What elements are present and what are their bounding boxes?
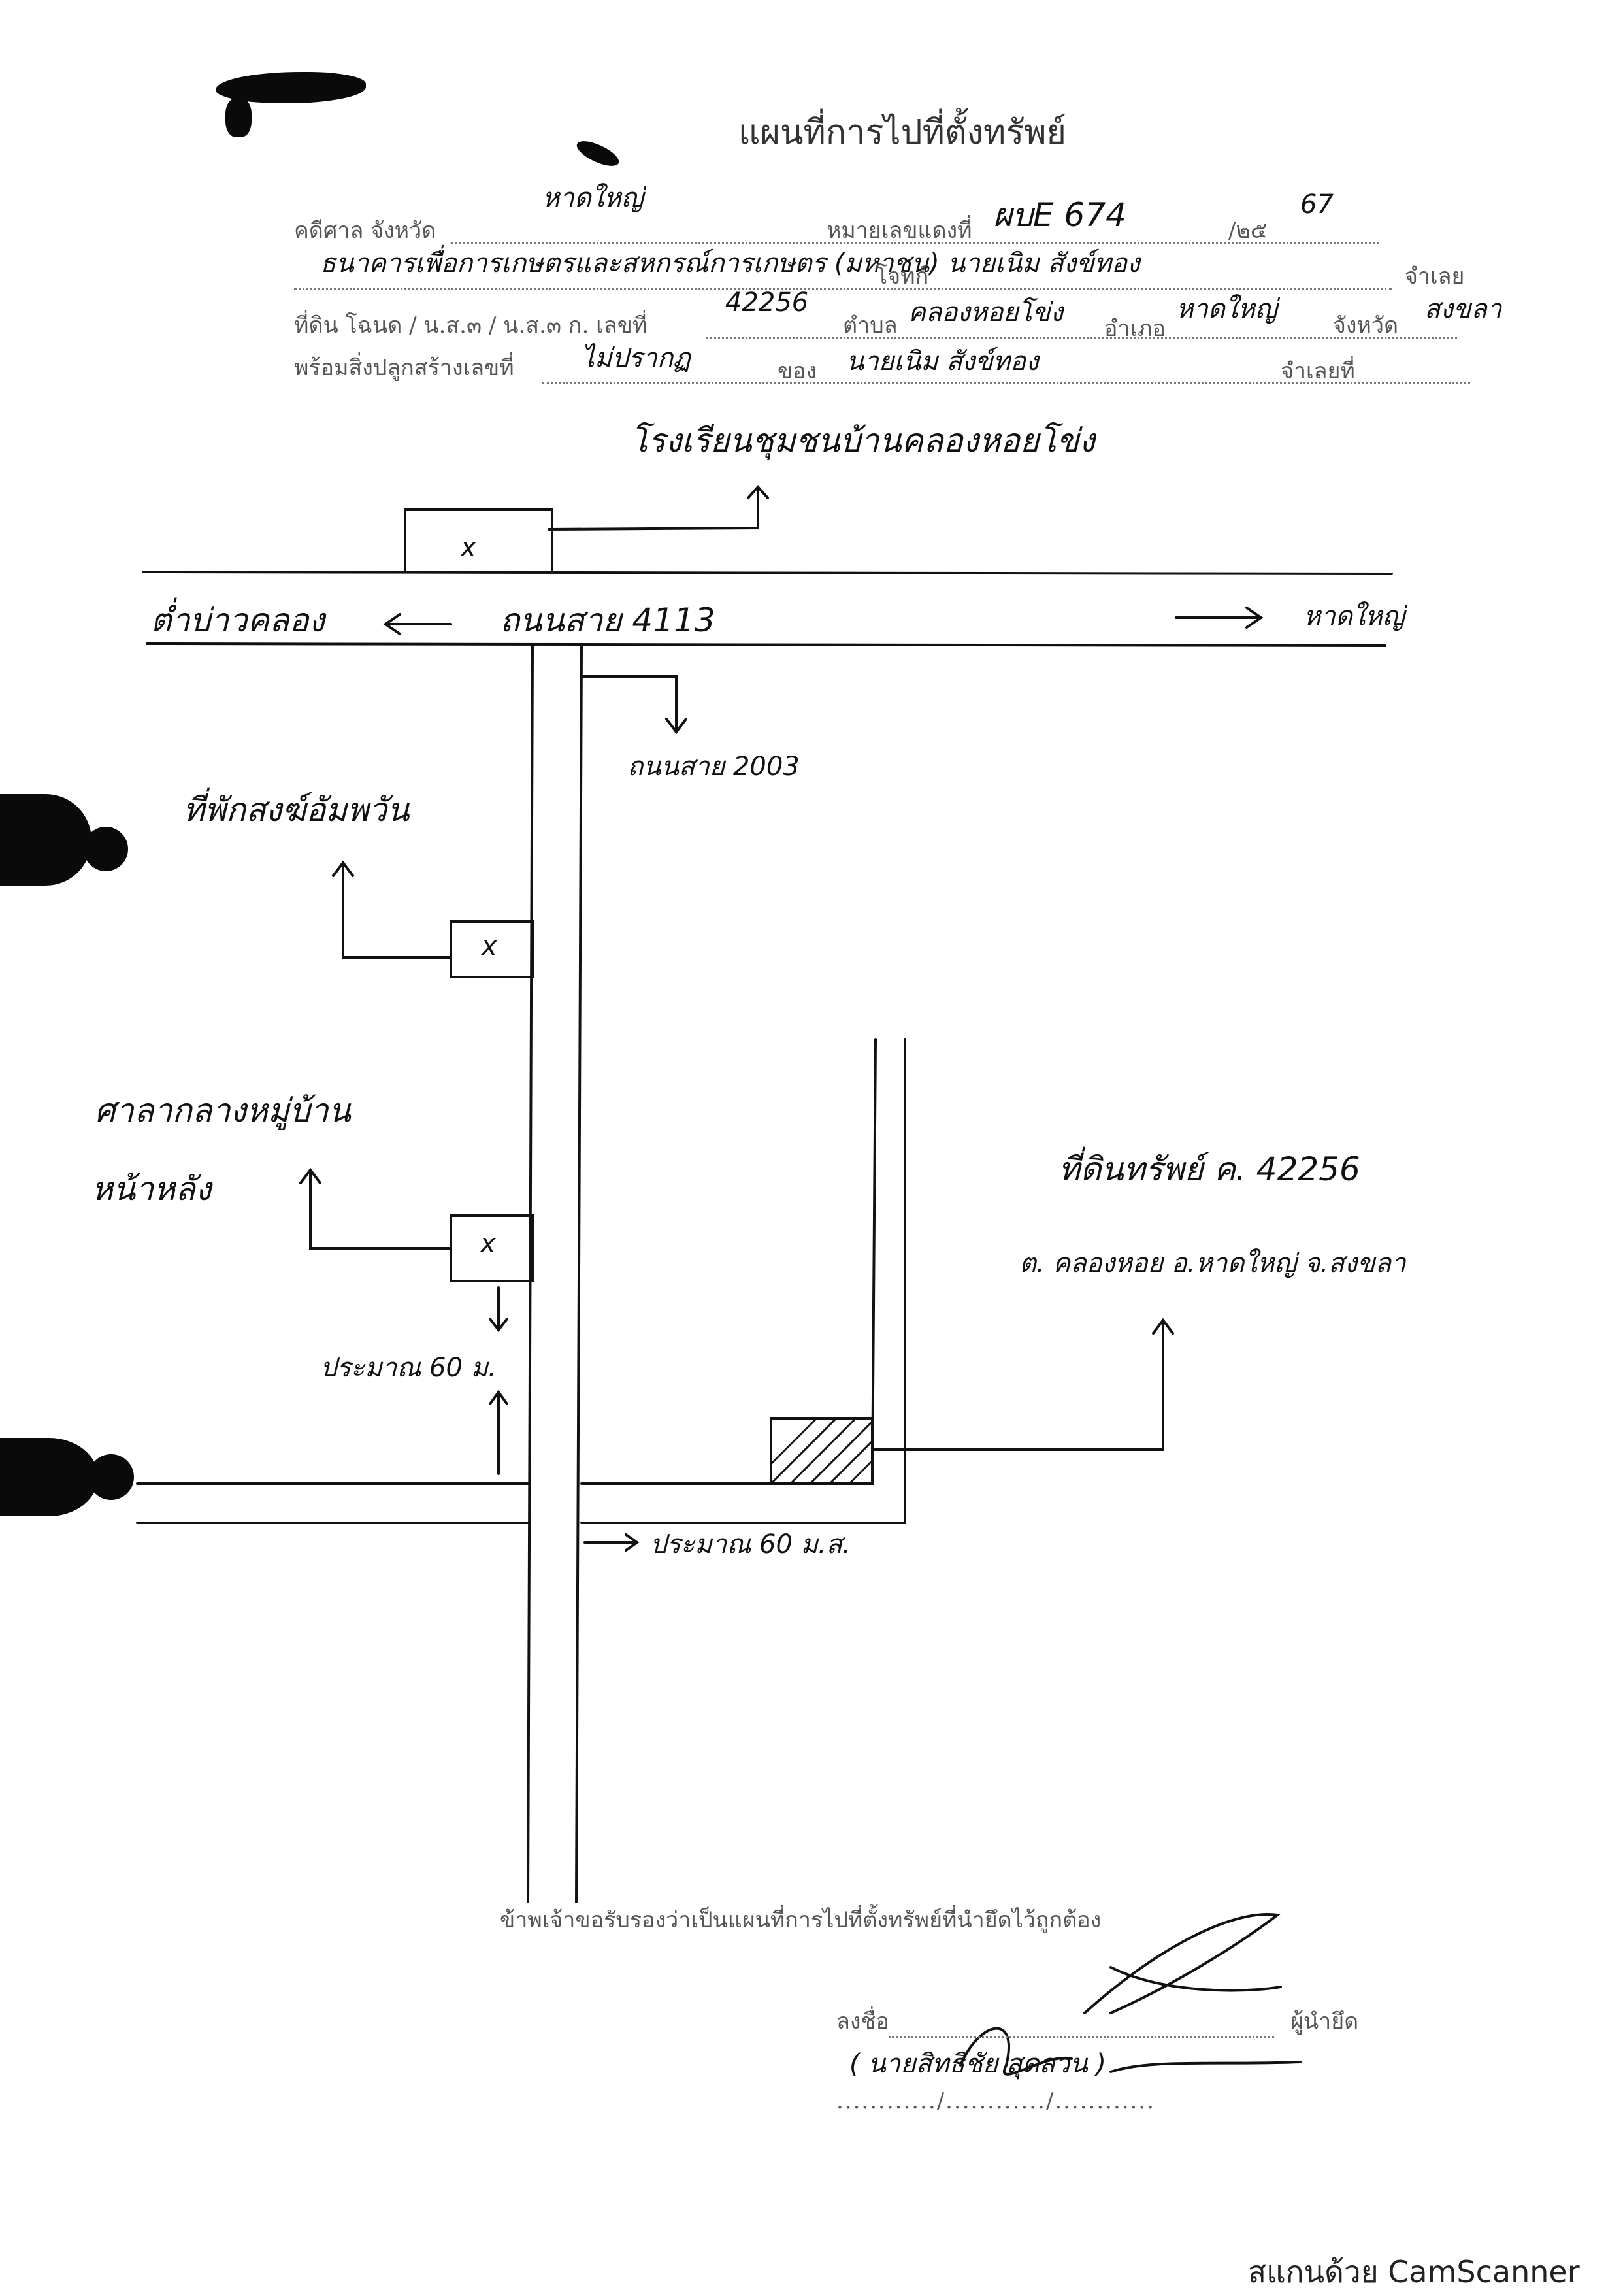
signer-name: ( นายสิทธิชัย สุดสวน ) — [849, 2049, 1106, 2079]
landmark-hall-line2: หน้าหลัง — [91, 1170, 212, 1208]
side-road-edge-left — [527, 644, 534, 1903]
defendant-label: จำเลย — [1405, 263, 1465, 290]
property-lane-left — [871, 1038, 877, 1485]
distance-arrow-down-head — [489, 1318, 508, 1333]
hall-x-mark: x — [480, 1229, 496, 1259]
distance-vertical-label: ประมาณ 60 ม. — [320, 1353, 497, 1383]
distance-arrow-up-head — [489, 1389, 508, 1405]
defendant-no-label: จำเลยที่ — [1281, 358, 1355, 384]
side-road-edge-right — [575, 644, 583, 1903]
village-hall-arrow — [309, 1169, 452, 1250]
right-direction-label: หาดใหญ่ — [1303, 601, 1405, 631]
subdistrict-value: คลองหอยโข่ง — [908, 297, 1064, 327]
left-direction-arrow-head — [383, 613, 401, 635]
scan-artifact-top-tail — [225, 98, 252, 137]
district-value: หาดใหญ่ — [1176, 294, 1277, 324]
subdistrict-label: ตำบล — [843, 312, 898, 339]
distance-horizontal-label: ประมาณ 60 ม.ส. — [650, 1529, 851, 1559]
highway-label: ถนนสาย 4113 — [500, 601, 715, 639]
land-number: 42256 — [725, 288, 809, 318]
year-value: 67 — [1300, 190, 1334, 220]
header-line-3 — [706, 310, 1457, 339]
certification-text: ข้าพเจ้าขอรับรองว่าเป็นแผนที่การไปที่ตั้… — [500, 1907, 1102, 1933]
plaintiff-label: โจทก์ — [876, 263, 929, 290]
temple-arrow — [342, 861, 452, 959]
distance-arrow-right-head — [625, 1533, 640, 1552]
side-road-label: ถนนสาย 2003 — [627, 752, 800, 782]
sign-label: ลงชื่อ — [836, 2008, 889, 2035]
signer-role: ผู้นำยึด — [1290, 2008, 1359, 2035]
owner-value: นายเนิม สังข์ทอง — [846, 346, 1039, 376]
date-line: ............/............/............ — [836, 2088, 1155, 2114]
province-value: สงขลา — [1424, 294, 1502, 324]
header-line-1 — [451, 216, 1379, 244]
property-line2: ต. คลองหอย อ.หาดใหญ่ จ.สงขลา — [1019, 1248, 1406, 1278]
court-label: คดีศาล จังหวัด — [294, 218, 436, 244]
building-value: ไม่ปรากฏ — [582, 343, 691, 373]
sign-line — [889, 2010, 1274, 2038]
court-value: หาดใหญ่ — [542, 183, 644, 213]
header-line-4 — [542, 356, 1470, 384]
school-arrow — [548, 486, 759, 531]
side-road-arrow — [580, 675, 678, 733]
property-arrow-head — [1152, 1318, 1174, 1335]
plaintiff-value: ธนาคารเพื่อการเกษตรและสหกรณ์การเกษตร (มห… — [320, 248, 940, 278]
year-label: /๒๕ — [1228, 218, 1268, 244]
defendant-value: นายเนิม สังข์ทอง — [947, 248, 1140, 278]
document-title: แผนที่การไปที่ตั้งทรัพย์ — [738, 113, 1066, 152]
punch-hole-upper — [0, 794, 91, 886]
punch-hole-lower-dot — [88, 1454, 134, 1500]
building-label: พร้อมสิ่งปลูกสร้างเลขที่ — [294, 355, 514, 381]
school-arrow-head — [747, 484, 769, 499]
highway-edge-bottom — [146, 642, 1386, 647]
landmark-temple: ที่พักสงฆ์อัมพวัน — [183, 791, 410, 829]
signature-scribble — [959, 2027, 1302, 2076]
temple-arrow-head — [332, 860, 354, 877]
property-box — [770, 1417, 874, 1485]
temple-box — [450, 920, 534, 978]
school-box — [404, 508, 553, 573]
province-label: จังหวัด — [1333, 312, 1399, 339]
right-direction-arrow-head — [1245, 607, 1264, 629]
header-line-2 — [294, 261, 1392, 290]
side-road-arrow-head — [665, 718, 687, 735]
signature-flourish — [1083, 1913, 1282, 2014]
black-case-label: หมายเลขแดงที่ — [827, 218, 972, 244]
land-label: ที่ดิน โฉนด / น.ส.๓ / น.ส.๓ ก. เลขที่ — [294, 312, 648, 339]
school-x-mark: x — [461, 533, 476, 563]
property-arrow — [871, 1319, 1164, 1451]
village-hall-arrow-head — [299, 1167, 321, 1184]
highway-edge-top — [142, 571, 1393, 575]
property-line1: ที่ดินทรัพย์ ค. 42256 — [1058, 1150, 1360, 1188]
temple-x-mark: x — [482, 931, 497, 961]
landmark-hall-line1: ศาลากลางหมู่บ้าน — [95, 1091, 351, 1129]
scanner-footer: สแกนด้วย CamScanner — [1248, 2254, 1580, 2289]
black-case-value: ผบE 674 — [993, 196, 1126, 234]
left-direction-label: ต่ำบ่าวคลอง — [150, 601, 325, 639]
punch-hole-lower — [0, 1438, 98, 1516]
landmark-school: โรงเรียนชุมชนบ้านคลองหอยโข่ง — [631, 422, 1095, 459]
owner-label: ของ — [778, 358, 817, 384]
punch-hole-upper-dot — [84, 827, 128, 871]
